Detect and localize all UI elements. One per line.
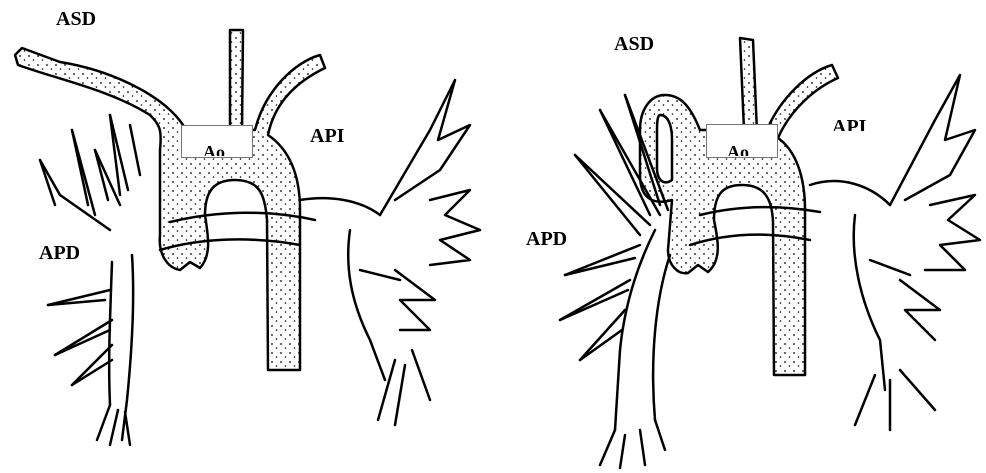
left-apd-label: APD xyxy=(39,243,80,263)
right-apd-label: APD xyxy=(526,229,567,249)
right-asd-label: ASD xyxy=(614,34,654,54)
right-api-label: API xyxy=(832,117,866,131)
left-panel-right-pulmonary-artery xyxy=(40,115,140,445)
left-panel-aorta xyxy=(15,30,325,370)
left-api-label: API xyxy=(310,126,344,146)
left-ao-label: Ao xyxy=(203,143,225,156)
left-asd-label: ASD xyxy=(56,9,96,29)
right-panel-drawing xyxy=(560,38,980,468)
right-panel-aorta xyxy=(640,38,838,375)
right-ao-label: Ao xyxy=(727,143,749,156)
